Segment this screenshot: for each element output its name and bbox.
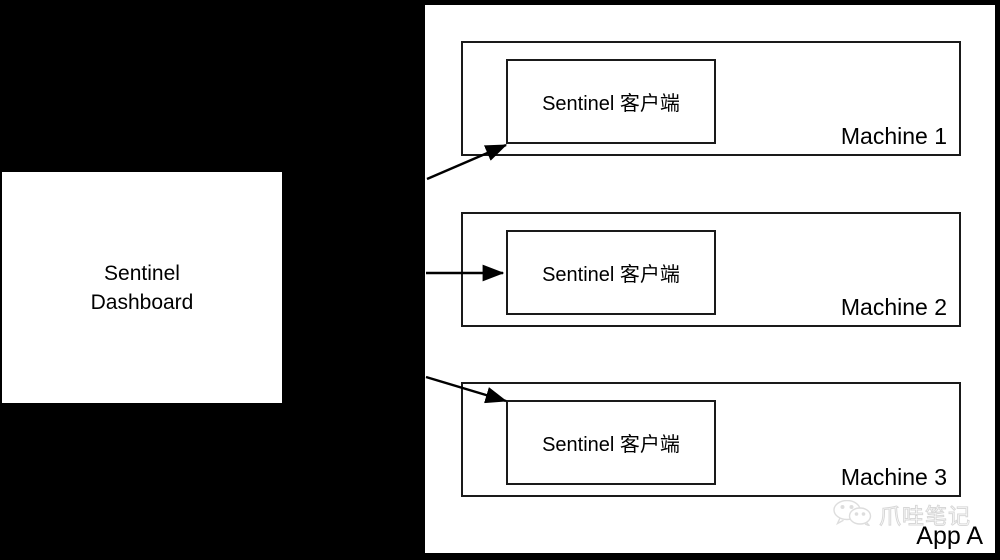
machine-box-2: Sentinel 客户端 Machine 2 [461, 212, 961, 327]
machine-name-label-3: Machine 3 [840, 464, 947, 490]
sentinel-client-box-3: Sentinel 客户端 [506, 400, 716, 485]
machine-name-label-1: Machine 1 [840, 123, 947, 149]
sentinel-client-label-3: Sentinel 客户端 [542, 434, 680, 456]
machine-box-1: Sentinel 客户端 Machine 1 [461, 41, 961, 156]
sentinel-client-label-2: Sentinel 客户端 [542, 264, 680, 286]
machine-box-3: Sentinel 客户端 Machine 3 [461, 382, 961, 497]
sentinel-dashboard-box: Sentinel Dashboard [2, 172, 282, 403]
watermark: 爪哇笔记 [833, 499, 971, 531]
watermark-text: 爪哇笔记 [878, 505, 971, 531]
sentinel-dashboard-label: Sentinel Dashboard [90, 261, 194, 314]
sentinel-client-box-1: Sentinel 客户端 [506, 59, 716, 144]
machine-name-label-2: Machine 2 [840, 294, 947, 320]
app-name-label: App A [916, 522, 983, 550]
sentinel-client-label-1: Sentinel 客户端 [542, 93, 680, 115]
app-panel: Sentinel 客户端 Machine 1 Sentinel 客户端 Mach… [425, 5, 995, 553]
sentinel-client-box-2: Sentinel 客户端 [506, 230, 716, 315]
wechat-logo-icon [833, 499, 873, 531]
